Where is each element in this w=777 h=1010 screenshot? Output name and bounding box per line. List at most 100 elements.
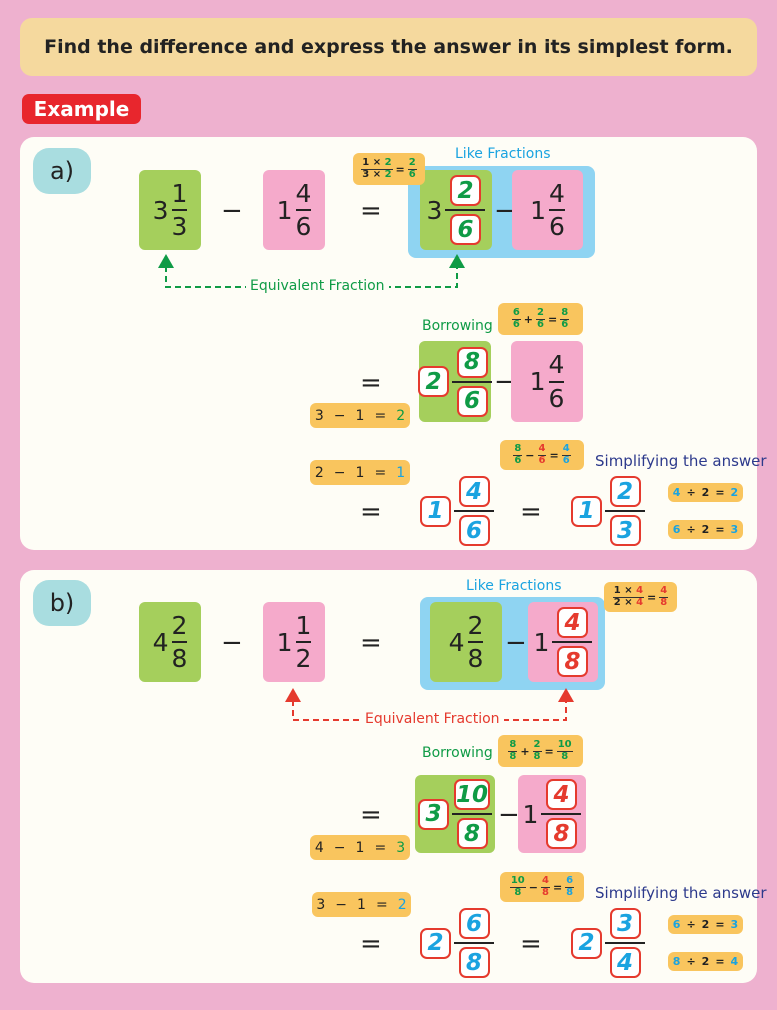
whole: 1 (530, 195, 546, 225)
b: 2 (701, 486, 710, 499)
numerator-box: 6 (458, 908, 490, 939)
denominator: 8 (171, 644, 188, 673)
an: 8 (508, 739, 518, 752)
borrowing-label: Borrowing (422, 745, 493, 761)
numerator-box: 4 (545, 779, 577, 810)
eq: = (549, 448, 559, 462)
b: 1 (355, 839, 365, 856)
ad: 8 (514, 886, 522, 898)
denominator: 6 (548, 383, 565, 413)
an: 8 (513, 443, 523, 456)
eq: = (374, 839, 387, 856)
rd: 8 (566, 886, 574, 898)
a: 6 (672, 523, 681, 536)
divide-numerator-callout: 4÷2=2 (668, 483, 743, 502)
denominator-box: 3 (609, 515, 641, 546)
ad: 6 (514, 454, 522, 466)
minus-sign: − (221, 628, 243, 658)
b: 1 (355, 407, 365, 424)
r: 2 (397, 896, 407, 913)
d: 3 (362, 168, 370, 180)
bn: 2 (532, 739, 542, 752)
ad: 6 (512, 318, 520, 330)
m: 2 (384, 168, 392, 180)
a: 3 (314, 407, 324, 424)
whole-box: 3 (418, 798, 449, 830)
eq: = (715, 523, 725, 536)
bd: 6 (537, 318, 544, 330)
whole: 3 (152, 195, 169, 225)
rn: 6 (565, 875, 575, 888)
equals-sign: = (520, 497, 542, 527)
rd: 6 (562, 454, 570, 466)
div: ÷ (686, 523, 696, 536)
like-fractions-label: Like Fractions (455, 146, 551, 162)
minus: − (333, 839, 346, 856)
equivalent-fraction-label: Equivalent Fraction (246, 278, 389, 294)
eq: = (544, 744, 554, 758)
part-label-text: b) (49, 589, 75, 617)
eq: = (374, 407, 387, 424)
b: 2 (701, 523, 710, 536)
whole: 3 (426, 195, 443, 225)
minus-sign: − (221, 196, 243, 226)
r: 2 (396, 407, 406, 424)
numerator: 4 (295, 178, 312, 208)
eq: = (715, 918, 725, 931)
denominator-box: 4 (609, 947, 641, 978)
equals-sign: = (360, 628, 382, 658)
a: 3 (316, 896, 326, 913)
bn: 2 (536, 307, 545, 320)
n: 1 (613, 585, 621, 596)
numerator-box: 4 (556, 607, 588, 638)
eq: = (395, 162, 405, 176)
r: 3 (396, 839, 406, 856)
equals-sign: = (360, 800, 382, 830)
b: 2 (701, 955, 710, 968)
a: 4 (672, 486, 681, 499)
bn: 4 (540, 875, 550, 888)
plus: + (523, 312, 534, 326)
numerator: 4 (549, 178, 565, 208)
an: 10 (509, 875, 526, 888)
whole-box: 2 (418, 366, 449, 397)
instruction-banner: Find the difference and express the answ… (20, 18, 757, 76)
part-label-text: a) (49, 157, 75, 185)
whole: 1 (522, 799, 539, 829)
denominator-box: 6 (449, 214, 481, 245)
numerator-box: 3 (609, 908, 641, 939)
numerator: 2 (171, 610, 188, 640)
bn: 4 (537, 443, 547, 456)
denominator-box: 8 (556, 646, 588, 677)
numerator: 4 (548, 350, 565, 379)
whole-box: 1 (420, 495, 451, 527)
denominator: 2 (295, 644, 312, 673)
denominator: 6 (549, 212, 565, 241)
whole: 1 (276, 627, 293, 657)
div: ÷ (686, 486, 696, 499)
denominator-box: 6 (456, 385, 488, 417)
minus: − (333, 407, 346, 424)
eq: = (552, 880, 563, 894)
like-fractions-label: Like Fractions (466, 578, 562, 594)
minus: − (333, 464, 346, 481)
minus-sign: − (498, 800, 520, 830)
ad: 8 (509, 750, 517, 762)
numerator-box: 10 (454, 779, 490, 810)
divide-numerator-callout: 6÷2=3 (668, 915, 743, 934)
rn: 2 (407, 157, 417, 170)
rd: 8 (561, 750, 569, 762)
